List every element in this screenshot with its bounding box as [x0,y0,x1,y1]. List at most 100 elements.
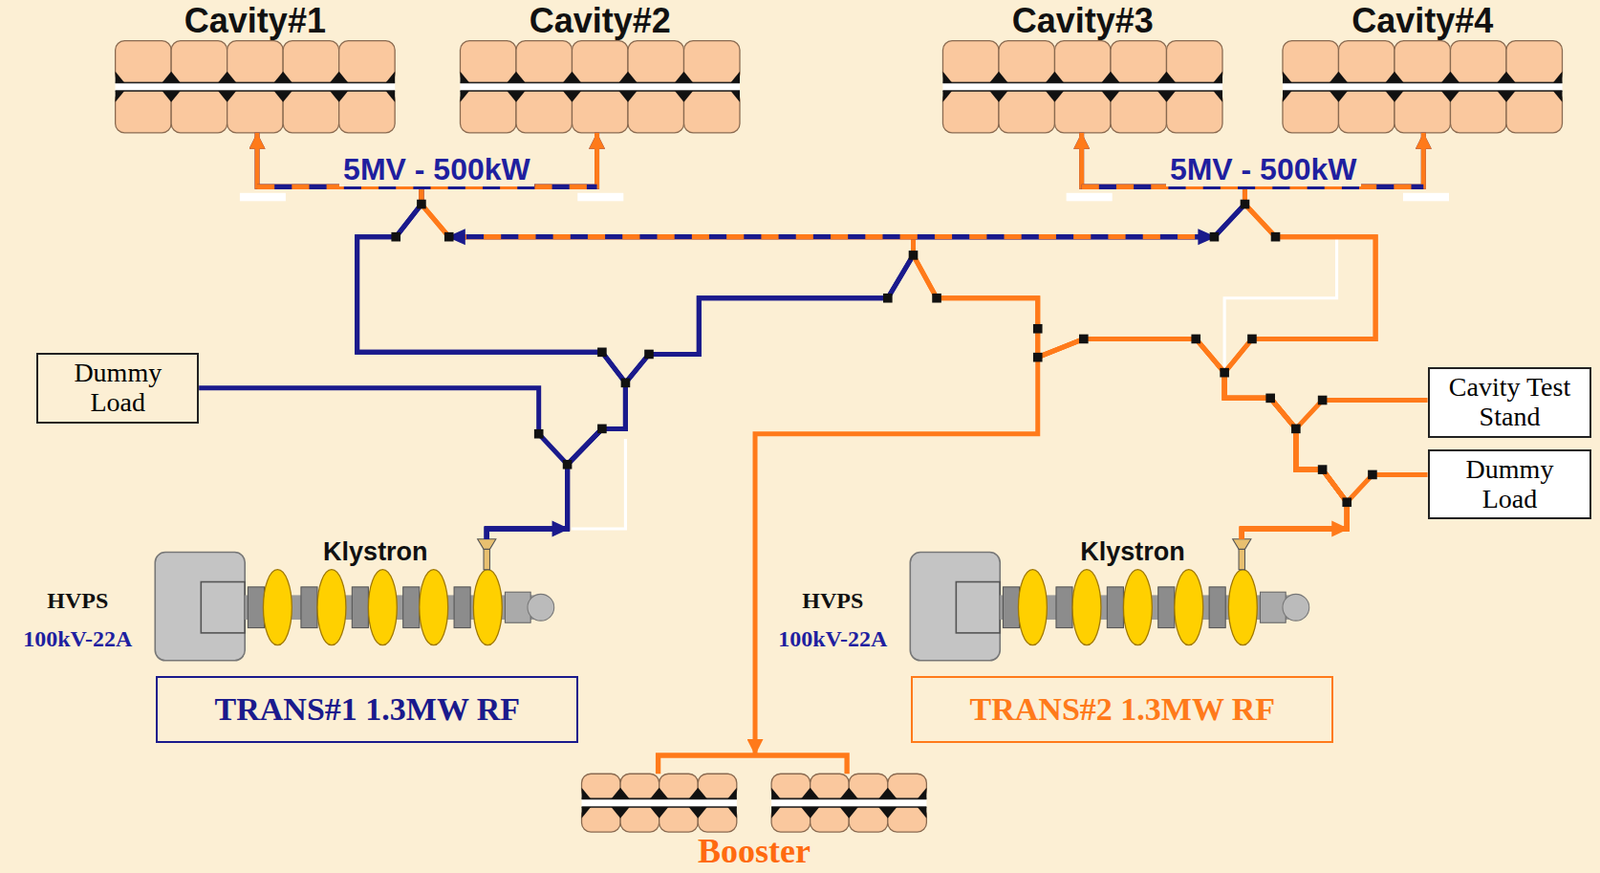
switch-terminal [1033,352,1043,363]
test-stand: Cavity Test Stand [1427,367,1593,438]
iris [649,787,669,800]
iris [730,90,740,103]
axis-edge [1282,82,1563,85]
node-label: Cavity#4 [1263,3,1582,39]
axis-edge [459,82,740,85]
transmitter-box: TRANS#2 1.3MW RF [910,675,1334,743]
cavity-cell [115,90,173,133]
cavity-coil [262,569,292,646]
cavity-coil [419,569,449,646]
node-label: Cavity#2 [440,3,759,39]
klystron: Klystron [244,539,554,646]
cavity-unit: Cavity#4 [1282,3,1563,133]
cavity-coil [367,569,397,646]
output-stem [1238,547,1245,569]
iris [989,71,1008,84]
booster-cavity: Booster [582,755,928,870]
text-holder: Cavity#4 [1263,3,1582,39]
iris [217,71,237,84]
iris [840,806,859,819]
hvps-cabinet [154,552,245,661]
switch-terminal [1219,367,1230,378]
waveguide-connector [1224,132,1424,540]
cavity-cell [684,90,741,133]
switch-terminal [1367,470,1378,480]
cavity-coil [1174,569,1204,646]
waveguide-connector [486,132,1245,540]
iris [689,806,708,819]
node-label: Booster [582,833,928,868]
cavity-coil [1017,569,1047,646]
cavity-coil [1123,569,1152,646]
cavity-cell [1054,41,1111,84]
iris [800,806,820,819]
node-label: Klystron [280,539,472,565]
iris [1329,71,1348,84]
iris [878,806,897,819]
iris [1282,71,1293,84]
axis-edge [115,89,396,92]
iris [878,787,897,800]
iris [727,787,737,800]
tube-segment [403,586,420,628]
hvps-cabinet [909,552,1000,661]
klystron: Klystron [999,539,1309,646]
switch-terminal [621,378,631,389]
axis-edge [115,82,396,85]
cavity-cell [1394,90,1451,133]
cavity-unit: Cavity#1 [115,3,396,133]
switch-terminal [390,232,401,242]
cavity-cell [339,41,396,84]
cavity-cell [282,41,340,84]
tube-segment [301,586,318,628]
iris [771,806,781,819]
iris [1212,71,1223,84]
iris [1157,71,1176,84]
iris [506,71,525,84]
iris [115,90,126,103]
iris [1441,71,1460,84]
switch-group [257,186,1424,537]
switch-terminal [444,232,455,242]
switch-terminal [416,199,427,210]
iris [1212,90,1223,103]
switch-terminal [1271,232,1281,242]
cavity-cell [1338,90,1395,133]
switch-terminal [1318,464,1328,475]
iris [1282,90,1293,103]
beam-axis [1282,82,1563,91]
text-holder: TRANS#2 1.3MW RF [970,691,1276,728]
cavity-cell [516,41,573,84]
cavity-cell [1449,41,1507,84]
iris [1157,90,1176,103]
switch-terminal [644,349,654,360]
iris [1045,71,1064,84]
axis-edge [459,89,740,92]
collector-cap [1282,593,1310,621]
switch-terminal [908,250,919,260]
hvps-panel [955,582,1000,633]
tube-segment [1209,586,1226,628]
iris [1496,71,1515,84]
shared-waveguide [449,234,1215,239]
cavity-cell [1166,90,1223,133]
hvps-panel [200,582,245,633]
switch-terminal [1265,393,1276,404]
output-flange [477,539,497,550]
cavity-cell [571,41,628,84]
switch-terminal [883,293,893,303]
cavity-shape [1282,41,1563,133]
rating-label: 5MV - 500kW [1166,151,1362,187]
iris [162,90,181,103]
waveguide-connector [198,388,567,540]
cavity-shape [582,773,737,832]
iris [674,90,693,103]
waveguide-connector [257,132,626,540]
output-stem [483,547,490,569]
cavity-cell [1166,41,1223,84]
text-holder: Dummy Load [55,358,180,418]
cavity-cell [282,90,340,133]
text-holder: Cavity#1 [96,3,415,39]
iris [649,806,669,819]
cavity-cell [516,90,573,133]
